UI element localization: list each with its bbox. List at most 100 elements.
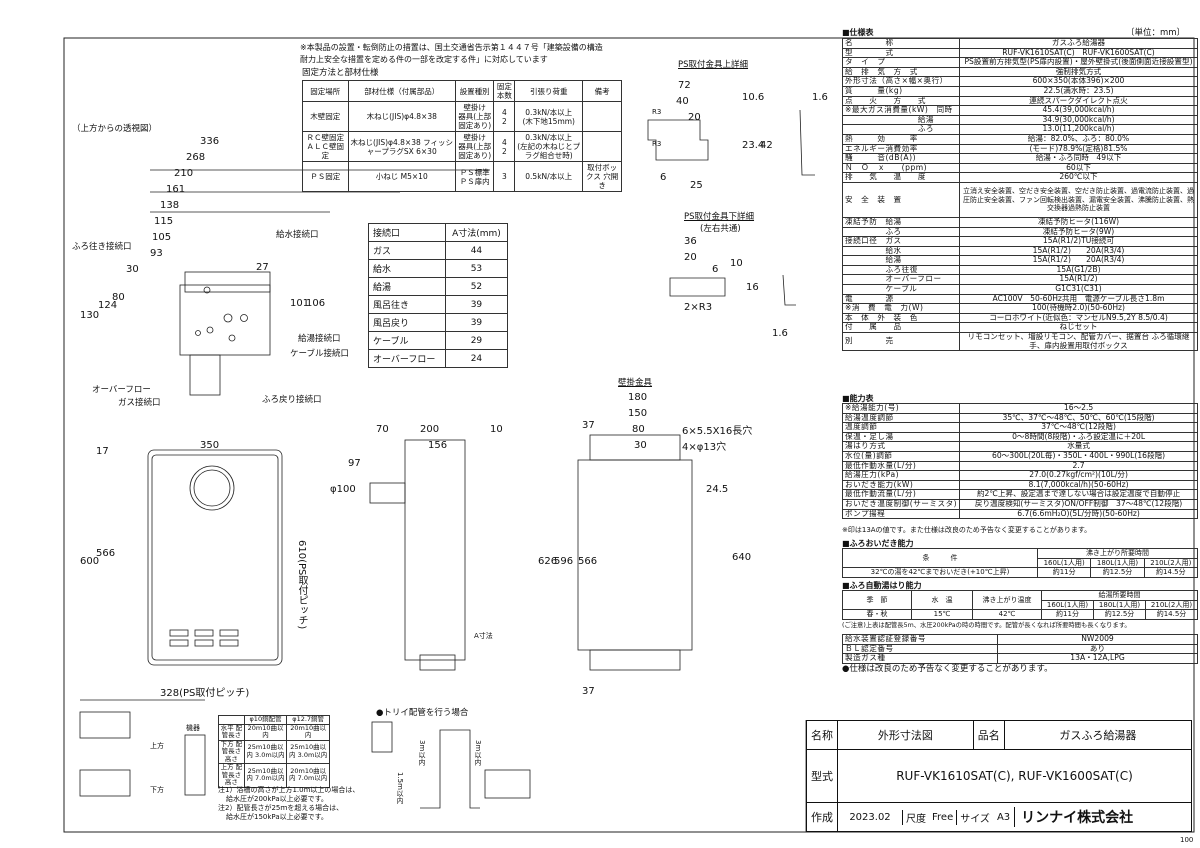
- model-value: RUF-VK1610SAT(C), RUF-VK1600SAT(C): [837, 748, 1192, 804]
- a-table-port: オーバーフロー: [368, 349, 446, 368]
- spec-value: 260℃以下: [959, 172, 1198, 183]
- spec-value: RUF-VK1610SAT(C) RUF-VK1600SAT(C): [959, 47, 1198, 59]
- dim-label: 10: [490, 424, 503, 435]
- pipe-cell: 水平: [220, 723, 234, 732]
- dim-label: 10: [730, 258, 743, 269]
- a-table-header: A寸法(mm): [444, 223, 509, 242]
- dim-label: 27: [256, 262, 269, 273]
- spec-key: 凍結予防 給湯: [842, 216, 960, 228]
- dim-label: 6: [660, 172, 667, 183]
- spec-value: 立消え安全装置、空だき安全装置、空だき防止装置、過電流防止装置、過圧防止安全装置…: [959, 181, 1198, 218]
- pipe-label: 下方: [150, 786, 164, 794]
- yuhari-table: 季 節 水 温 沸き上がり温度 給湯所要時間 160L(1人用) 180L(1人…: [842, 589, 1198, 620]
- name-value: 外形寸法図: [837, 720, 974, 750]
- spec-key: 質 量(kg): [842, 85, 960, 97]
- dim-label: 566: [578, 556, 598, 567]
- table-row: 付 属 品ねじセット: [842, 322, 1198, 334]
- dim-label: 97: [348, 458, 361, 469]
- pipe-cell: 25m10曲以内 3.0m以内: [286, 739, 330, 764]
- pipe-label: 上方: [150, 742, 164, 750]
- a-table-value: 44: [444, 241, 509, 260]
- spec-value: 13.0(11,200kcal/h): [959, 124, 1198, 135]
- dim-label: 80: [112, 292, 125, 303]
- dim-label: 16: [746, 282, 759, 293]
- perf-key: ※給湯能力(号): [841, 403, 961, 414]
- spec-value: 強制排気方式: [959, 66, 1198, 78]
- dim-label: 93: [150, 248, 163, 259]
- dim-label: R3: [652, 140, 662, 148]
- spec-key: タ イ プ: [842, 57, 960, 68]
- spec-unit: 〔単位：mm〕: [1126, 28, 1186, 38]
- conn-label-kyusui: 給水接続口: [276, 230, 319, 240]
- dim-label: 23.4: [742, 140, 765, 151]
- spec-key: 給湯: [842, 114, 960, 126]
- dim-label: 4×φ13穴: [682, 442, 727, 453]
- perf-value: 35℃、37℃～48℃、50℃、60℃(15段階): [959, 412, 1198, 424]
- dim-label: 150: [628, 408, 648, 419]
- yuhari-header: 沸き上がり温度: [972, 589, 1042, 611]
- pipe-header: φ12.7銅管: [286, 715, 330, 725]
- spec-value: 45.4(39,000kcal/h): [959, 105, 1198, 116]
- perf-value: 2.7: [959, 460, 1198, 472]
- a-table-port: ケーブル: [368, 331, 446, 350]
- cert-key: 製造ガス種: [842, 653, 998, 664]
- dim-label: 328(PS取付ピッチ): [160, 688, 250, 699]
- title-block: 名称 外形寸法図 品名 ガスふろ給湯器 型式 RUF-VK1610SAT(C),…: [806, 720, 1193, 832]
- page-number: 100: [1180, 836, 1194, 844]
- pipe-cell: 配管長さ 高さ: [221, 763, 243, 786]
- pipe-cell: 20m10曲以内: [286, 723, 330, 741]
- spec-key: オーバーフロー: [842, 274, 960, 286]
- table-row: 名 称ガスふろ給湯器: [842, 38, 1198, 49]
- fixing-place: ＰＳ固定: [302, 161, 349, 192]
- ps-bottom-subtitle: (左右共通): [700, 224, 741, 234]
- dim-label: 25: [690, 180, 703, 191]
- fixing-header: 固定本数: [493, 80, 516, 102]
- conn-label-kyuto: 給湯接続口: [298, 334, 341, 344]
- pipe-note-title: ●トリイ配管を行う場合: [376, 708, 469, 718]
- spec-key: 熱 効 率: [842, 133, 960, 145]
- pipe-note: 給水圧が200kPa以上必要です。: [226, 795, 328, 803]
- dim-label: 180: [628, 392, 648, 403]
- pipe-cell: 配管長さ 高さ: [221, 739, 243, 763]
- spec-key: エネルギー消費効率: [842, 143, 960, 155]
- perf-value: 27.0(0.27kgf/cm²)(10L/分): [959, 470, 1198, 481]
- pipe-cell: 25m10曲以内 7.0m以内: [243, 763, 288, 788]
- a-table-port: 風呂戻り: [368, 313, 446, 332]
- fixing-header: 設置種別: [454, 80, 495, 102]
- fixing-kind: 壁掛け: [463, 133, 486, 142]
- spec-value: 22.5(満水時：23.5): [959, 85, 1198, 97]
- dim-label: 268: [186, 152, 206, 163]
- spec-value: 15A(G1/2B): [959, 264, 1198, 276]
- spec-key: 型 式: [842, 47, 960, 59]
- table-row: Ｎ Ｏ ｘ (ppm)60以下: [842, 162, 1198, 174]
- oidaki-sub: 180L(1人用): [1090, 557, 1145, 569]
- size-label: サイズ: [956, 809, 993, 825]
- spec-value: 15A(R1/2): [959, 274, 1198, 286]
- table-row: 32℃の湯を42℃までおいだき(+10℃上昇) 約11分 約12.5分 約14.…: [842, 567, 1199, 578]
- spec-key: 給湯: [842, 255, 960, 266]
- performance-title: ■能力表: [842, 394, 874, 403]
- spec-key: 名 称: [842, 38, 960, 49]
- company-name: リンナイ株式会社: [1014, 807, 1133, 828]
- spec-key: 給 排 気 方 式: [842, 66, 960, 78]
- dim-label: 30: [126, 264, 139, 275]
- perf-value: 37℃～48℃(12段階): [959, 422, 1198, 433]
- yuhari-cell: 約12.5分: [1093, 609, 1146, 620]
- spec-key: Ｎ Ｏ ｘ (ppm): [842, 162, 960, 174]
- wall-bracket-title: 壁掛金具: [618, 378, 653, 388]
- perf-value: 戻り温度検知(サーミスタ)ON/OFF制御 37～48℃(12段階): [959, 498, 1198, 510]
- table-row: 点 火 方 式連続スパークダイレクト点火: [842, 95, 1198, 107]
- yuhari-header: 水 温: [911, 589, 973, 611]
- perf-key: ポンプ揚程: [841, 508, 961, 520]
- pipe-cell: 25m10曲以内 3.0m以内: [243, 739, 288, 764]
- spec-value: 15A(R1/2) 20A(R3/4): [959, 255, 1198, 266]
- oidaki-cell: 約11分: [1036, 567, 1092, 578]
- fixing-place: 木壁固定: [302, 101, 349, 132]
